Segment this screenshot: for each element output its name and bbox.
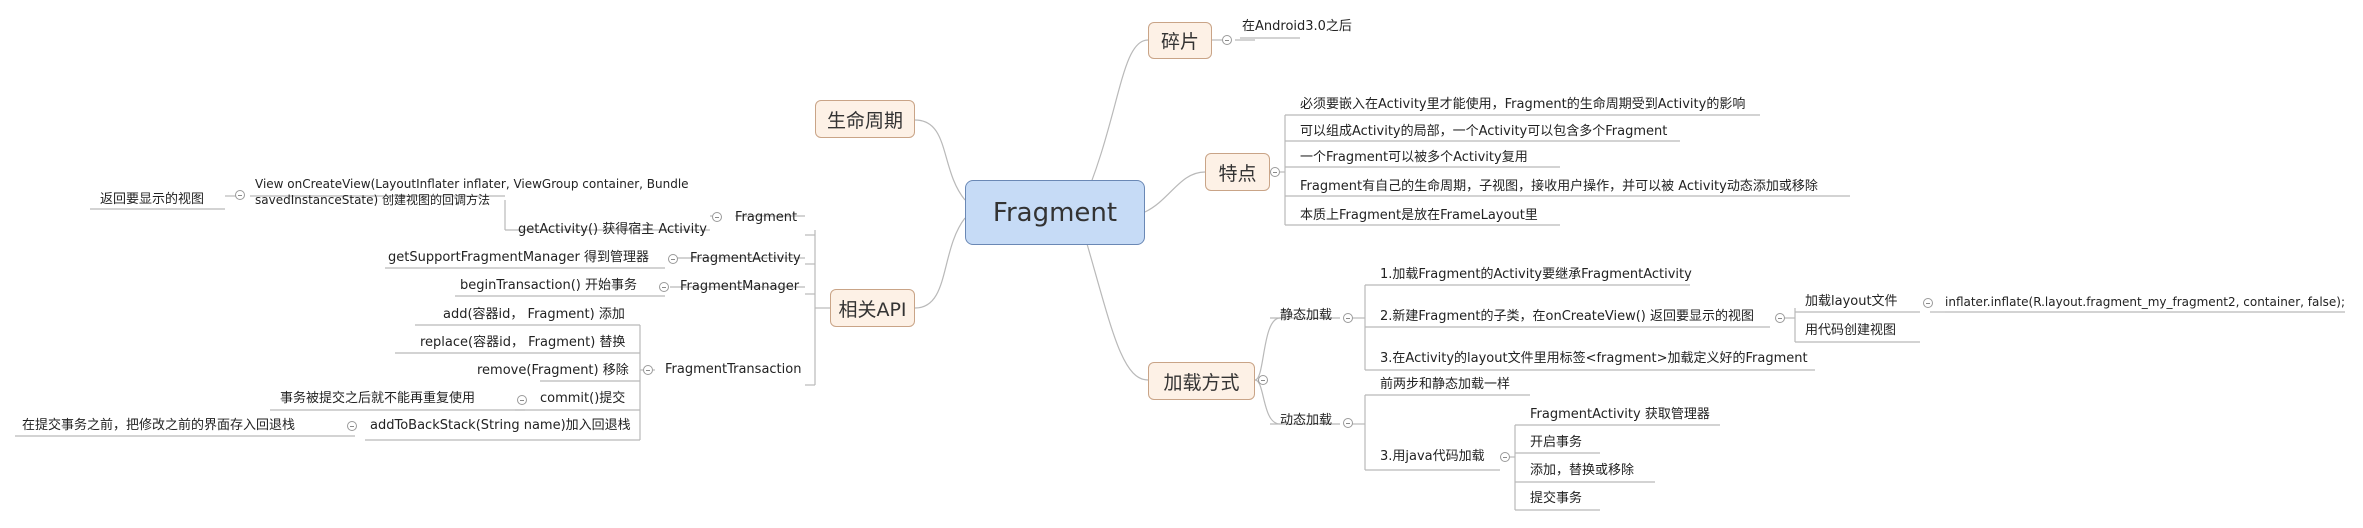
api-fragment-activity-label: FragmentActivity [690, 251, 801, 266]
node-tedian[interactable]: 特点 [1205, 153, 1270, 191]
static-load-label: 静态加载 [1280, 308, 1333, 323]
collapse-toggle-icon[interactable] [712, 212, 722, 222]
dynamic-step-3: 3.用java代码加载 [1380, 449, 1485, 464]
dynamic-step-item: 提交事务 [1530, 491, 1583, 506]
begin-transaction: beginTransaction() 开始事务 [460, 278, 637, 293]
root-node[interactable]: Fragment [965, 180, 1145, 245]
collapse-toggle-icon[interactable] [1258, 375, 1268, 385]
collapse-toggle-icon[interactable] [1500, 452, 1510, 462]
collapse-toggle-icon[interactable] [1270, 167, 1280, 177]
api-fragment-transaction-label: FragmentTransaction [665, 362, 802, 377]
root-label: Fragment [992, 197, 1118, 228]
collapse-toggle-icon[interactable] [659, 282, 669, 292]
dynamic-load-label: 动态加载 [1280, 413, 1333, 428]
on-create-view: View onCreateView(LayoutInflater inflate… [255, 177, 689, 207]
transaction-remove: remove(Fragment) 移除 [477, 363, 629, 378]
collapse-toggle-icon[interactable] [668, 254, 678, 264]
dynamic-step-item: FragmentActivity 获取管理器 [1530, 407, 1710, 422]
tedian-item: Fragment有自己的生命周期，子视图，接收用户操作，并可以被 Activit… [1300, 179, 1818, 194]
collapse-toggle-icon[interactable] [517, 395, 527, 405]
dynamic-first: 前两步和静态加载一样 [1380, 377, 1511, 392]
add-to-back-stack: addToBackStack(String name)加入回退栈 [370, 418, 631, 433]
api-fragment-manager-label: FragmentManager [680, 279, 800, 294]
tedian-item: 一个Fragment可以被多个Activity复用 [1300, 150, 1528, 165]
collapse-toggle-icon[interactable] [347, 421, 357, 431]
node-jiazai[interactable]: 加载方式 [1148, 362, 1255, 400]
static-step-1: 1.加载Fragment的Activity要继承FragmentActivity [1380, 267, 1692, 282]
dynamic-step-item: 添加，替换或移除 [1530, 463, 1635, 478]
node-suipian[interactable]: 碎片 [1148, 22, 1212, 59]
tedian-item: 必须要嵌入在Activity里才能使用，Fragment的生命周期受到Activ… [1300, 97, 1746, 112]
dynamic-step-item: 开启事务 [1530, 435, 1583, 450]
back-stack-note: 在提交事务之前，把修改之前的界面存入回退栈 [22, 418, 296, 433]
transaction-add: add(容器id， Fragment) 添加 [443, 307, 625, 322]
collapse-toggle-icon[interactable] [643, 365, 653, 375]
get-activity: getActivity() 获得宿主 Activity [518, 222, 707, 237]
api-fragment-label: Fragment [735, 210, 798, 225]
node-suipian-child: 在Android3.0之后 [1242, 19, 1352, 34]
transaction-commit: commit()提交 [540, 391, 626, 406]
collapse-toggle-icon[interactable] [1775, 313, 1785, 323]
tedian-item: 可以组成Activity的局部，一个Activity可以包含多个Fragment [1300, 124, 1668, 139]
collapse-toggle-icon[interactable] [1343, 418, 1353, 428]
static-step-2: 2.新建Fragment的子类，在onCreateView() 返回要显示的视图 [1380, 309, 1755, 324]
tedian-item: 本质上Fragment是放在FrameLayout里 [1300, 208, 1538, 223]
on-create-view-note: 返回要显示的视图 [100, 192, 205, 207]
collapse-toggle-icon[interactable] [1222, 35, 1232, 45]
collapse-toggle-icon[interactable] [1923, 298, 1933, 308]
collapse-toggle-icon[interactable] [1343, 313, 1353, 323]
static-step-3: 3.在Activity的layout文件里用标签<fragment>加载定义好的… [1380, 351, 1808, 366]
commit-note: 事务被提交之后就不能再重复使用 [280, 391, 476, 406]
node-api[interactable]: 相关API [830, 289, 915, 327]
inflate-code: inflater.inflate(R.layout.fragment_my_fr… [1945, 295, 2346, 309]
transaction-replace: replace(容器id， Fragment) 替换 [420, 335, 626, 350]
static-step-2-layout: 加载layout文件 [1805, 294, 1898, 309]
node-lifecycle[interactable]: 生命周期 [815, 100, 915, 138]
get-support-manager: getSupportFragmentManager 得到管理器 [388, 250, 649, 265]
collapse-toggle-icon[interactable] [235, 190, 245, 200]
static-step-2-code: 用代码创建视图 [1805, 323, 1897, 338]
